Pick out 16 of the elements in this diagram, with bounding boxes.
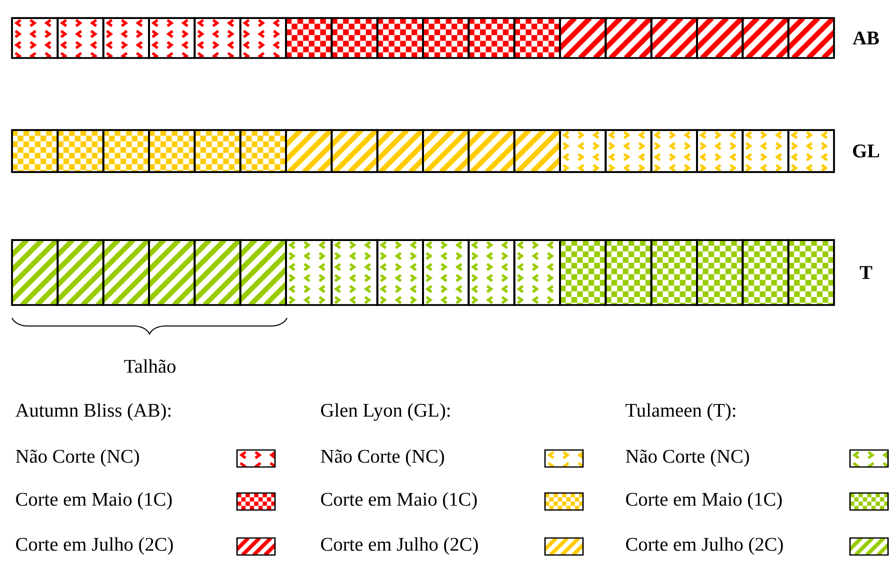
brace-label: Talhão [124, 359, 176, 373]
legend-label: Corte em Julho (2C) [16, 537, 173, 555]
legend-label: Corte em Maio (1C) [626, 492, 782, 510]
legend-label: Não Corte (NC) [16, 449, 139, 467]
legend-label: Corte em Julho (2C) [321, 537, 478, 555]
legend-label: Não Corte (NC) [320, 449, 444, 467]
legend-label: Corte em Maio (1C) [16, 492, 172, 510]
legend-heading: Glen Lyon (GL): [321, 403, 450, 421]
legend-label: Corte em Maio (1C) [321, 492, 477, 510]
legend-heading: Autumn Bliss (AB): [15, 403, 171, 421]
row-label: T [860, 266, 872, 279]
legend-label: Corte em Julho (2C) [626, 537, 783, 555]
row-label: GL [852, 144, 880, 158]
legend-heading: Tulameen (T): [626, 403, 736, 421]
row-label: AB [852, 32, 879, 44]
legend-label: Não Corte (NC) [626, 449, 749, 467]
